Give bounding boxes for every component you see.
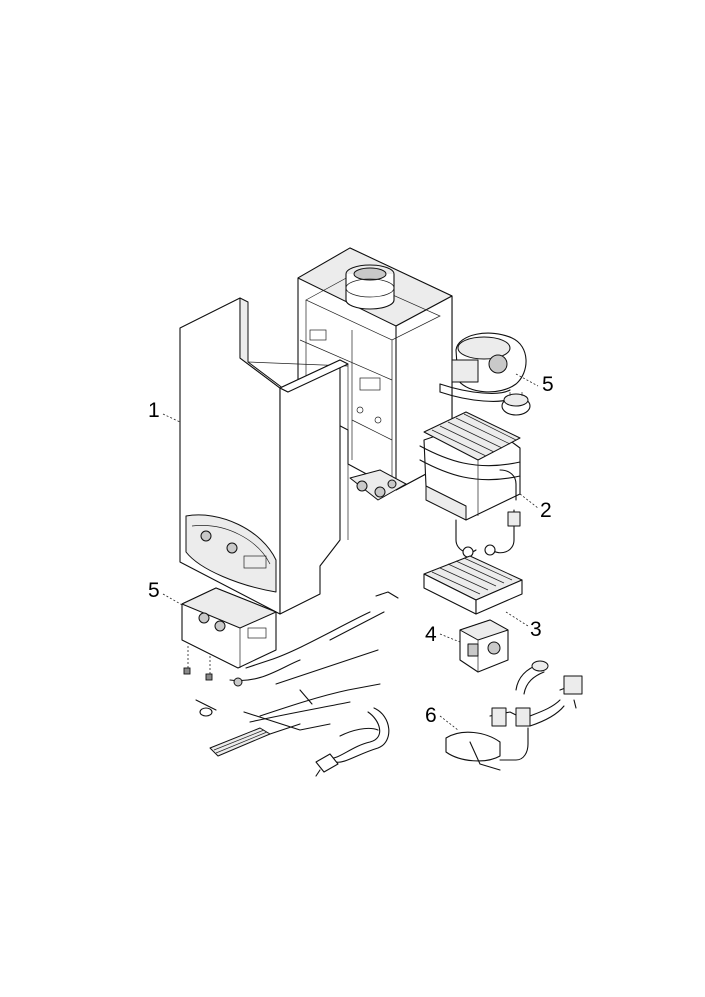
rear-frame (297, 247, 453, 501)
fan-assembly (439, 332, 531, 416)
fin-pattern (431, 413, 517, 457)
heat-exchanger (419, 411, 521, 558)
leader-lines (162, 373, 539, 731)
pressure-switch (501, 392, 531, 416)
callout-5-fan: 5 (542, 373, 554, 396)
ribbon-cable (209, 727, 271, 757)
control-panel-fascia (185, 514, 277, 593)
bottom-fittings (349, 469, 407, 501)
callout-1-casing: 1 (148, 399, 160, 422)
burner (423, 555, 523, 615)
power-cord (315, 707, 390, 777)
callout-3-burner: 3 (530, 618, 542, 641)
gas-valve (459, 619, 509, 673)
callout-6-hydraulic-group: 6 (425, 704, 437, 727)
callout-4-gas-valve: 4 (425, 623, 437, 646)
flue-outlet (345, 264, 395, 310)
front-casing (179, 297, 349, 615)
hydraulic-group (445, 660, 583, 771)
control-box (181, 587, 277, 681)
burner-ramps (431, 557, 513, 595)
callout-2-heat-exchanger: 2 (540, 499, 552, 522)
wiring-harness (195, 591, 399, 777)
callout-5-control-box: 5 (148, 579, 160, 602)
